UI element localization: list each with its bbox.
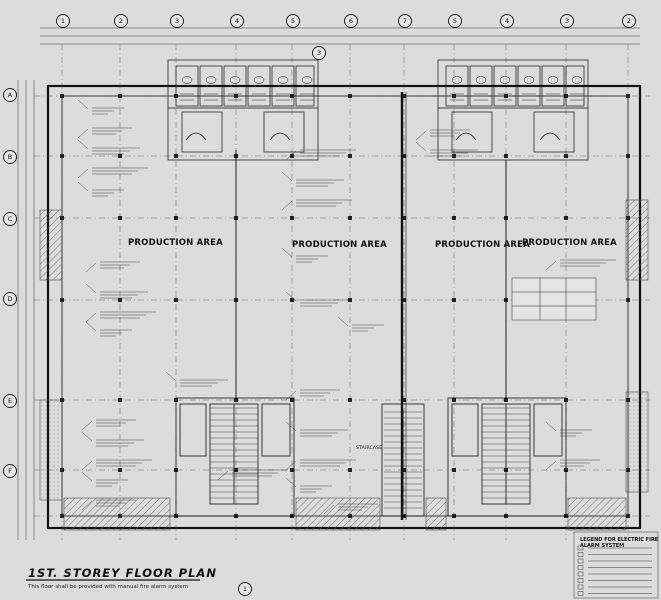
schedule-table: [511, 277, 597, 321]
stair-treads: [210, 407, 530, 509]
grid-bubble-top: 2: [622, 14, 636, 28]
top-toilet-block-left: [167, 59, 319, 161]
staircase-label: STAIRCASE: [356, 446, 383, 451]
annotation-notes: [77, 99, 616, 515]
section-marker: 3: [312, 46, 326, 60]
grid-bubble-top: 2: [114, 14, 128, 28]
plan-note: This floor shall be provided with manual…: [28, 584, 189, 590]
production-area-label-1: PRODUCTION AREA: [128, 238, 223, 248]
grid-bubble-top: 4: [500, 14, 514, 28]
production-area-label-2: PRODUCTION AREA: [292, 240, 387, 250]
grid-bubble-top: 5: [448, 14, 462, 28]
grid-bubble-top: 3: [560, 14, 574, 28]
grid-bubble-left: B: [3, 150, 17, 164]
grid-bubble-top: 7: [398, 14, 412, 28]
grid-bubble-top: 3: [170, 14, 184, 28]
grid-bubble-left: C: [3, 212, 17, 226]
grid-bubble-left: F: [3, 464, 17, 478]
production-area-label-4: PRODUCTION AREA: [522, 238, 617, 248]
grid-bubble-top: 6: [344, 14, 358, 28]
sanitary-fixtures: [180, 76, 584, 101]
left-dimension-lines: [17, 80, 35, 540]
hatched-wall-zones: [39, 199, 649, 531]
bottom-core-left: [175, 397, 295, 517]
plan-title: 1ST. STOREY FLOOR PLAN: [28, 566, 217, 580]
grid-bubble-left: E: [3, 394, 17, 408]
dividing-walls: [235, 92, 507, 520]
top-dimension-lines: [40, 27, 640, 45]
fire-alarm-legend: [573, 531, 659, 599]
grid-bubble-left: D: [3, 292, 17, 306]
production-area-label-3: PRODUCTION AREA: [435, 240, 530, 250]
grid-bubble-top: 4: [230, 14, 244, 28]
bottom-grid-marker: 1: [238, 582, 252, 596]
bottom-core-center: [381, 403, 425, 517]
grid-bubble-top: 5: [286, 14, 300, 28]
top-toilet-block-right: [437, 59, 589, 161]
grid-bubble-top: 1: [56, 14, 70, 28]
grid-bubble-left: A: [3, 88, 17, 102]
legend-title: LEGEND FOR ELECTRIC FIRE ALARM SYSTEM: [580, 537, 659, 549]
